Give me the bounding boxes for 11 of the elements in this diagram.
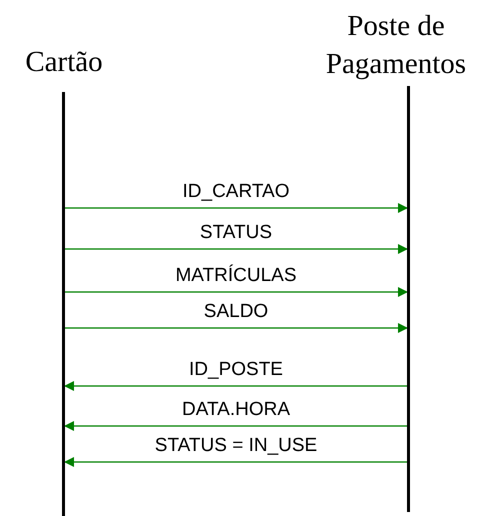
- arrow: [64, 381, 407, 391]
- lifeline: [62, 92, 65, 516]
- arrow: [65, 323, 408, 333]
- lifeline: [407, 86, 410, 512]
- participant-name: Cartão: [25, 45, 103, 80]
- arrow: [65, 287, 408, 297]
- arrow: [65, 244, 408, 254]
- arrow: [65, 203, 408, 213]
- arrow: [64, 421, 407, 431]
- participant-name: Poste de Pagamentos: [324, 9, 468, 82]
- arrow: [64, 457, 407, 467]
